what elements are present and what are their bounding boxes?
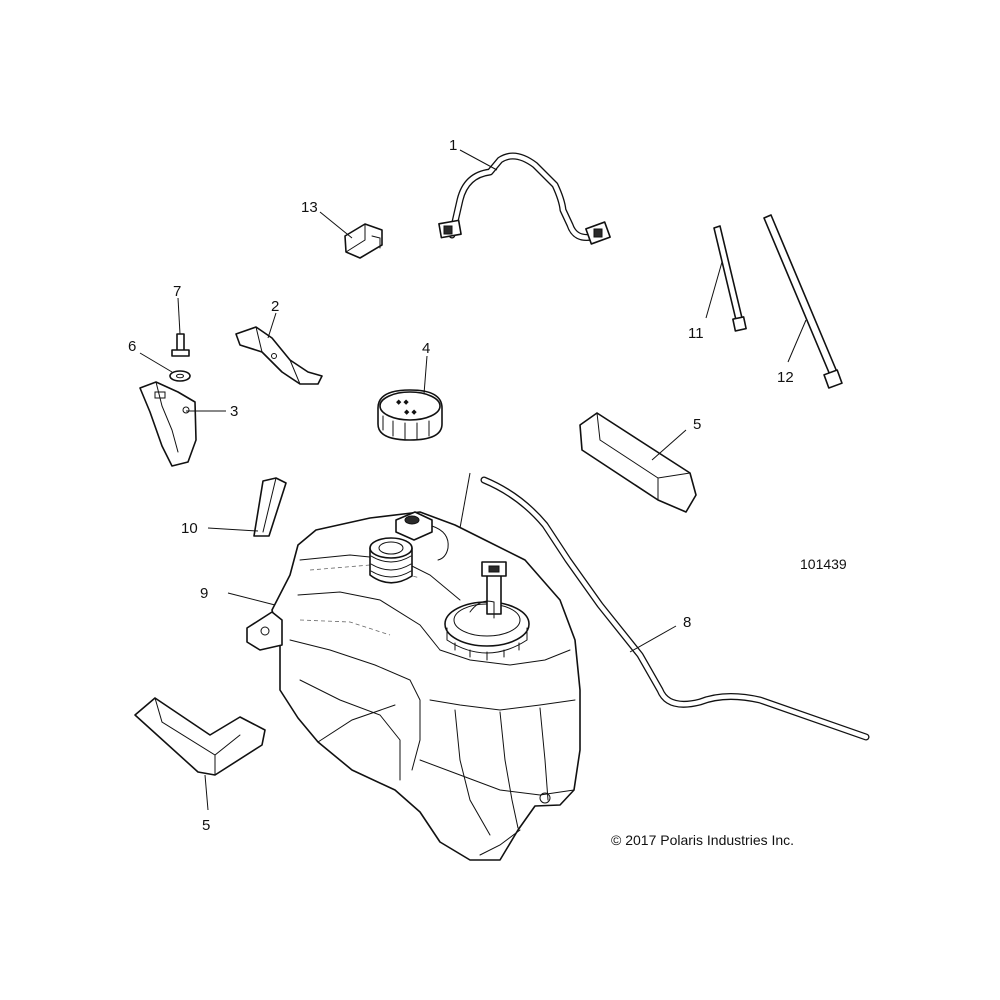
part-11-strap	[713, 225, 747, 332]
leader-lines	[139, 149, 807, 811]
callout-9: 9	[200, 585, 208, 602]
part-13-clip	[344, 223, 383, 259]
part-10-foam-strip	[253, 477, 287, 537]
part-3-bracket	[139, 381, 197, 467]
part-2-bracket	[235, 326, 323, 385]
part-9-fuel-tank	[246, 511, 581, 861]
callout-11: 11	[688, 325, 704, 342]
figure-id: 101439	[800, 556, 847, 572]
part-5-foam-pad-lower	[134, 697, 266, 776]
svg-text:◆ ◆: ◆ ◆	[396, 399, 409, 406]
copyright-notice: © 2017 Polaris Industries Inc.	[611, 832, 794, 848]
part-8-fuel-line	[480, 476, 870, 741]
part-12-strap	[763, 214, 843, 389]
svg-text:◆ ◆: ◆ ◆	[404, 409, 417, 416]
callout-13: 13	[301, 199, 318, 216]
callout-7: 7	[173, 283, 181, 300]
callout-3: 3	[230, 403, 238, 420]
callout-4: 4	[422, 340, 430, 357]
part-6-washer	[169, 370, 191, 382]
part-7-bolt	[171, 333, 190, 357]
part-4-fuel-cap: ◆ ◆ ◆ ◆	[377, 389, 443, 441]
callout-12: 12	[777, 369, 794, 386]
callout-5-upper: 5	[693, 416, 701, 433]
callout-10: 10	[181, 520, 198, 537]
callout-1: 1	[449, 137, 457, 154]
callout-2: 2	[271, 298, 279, 315]
callout-5-lower: 5	[202, 817, 210, 834]
callout-8: 8	[683, 614, 691, 631]
callout-6: 6	[128, 338, 136, 355]
part-1-vent-hose	[438, 152, 611, 245]
part-5-foam-pad-upper	[579, 412, 697, 513]
